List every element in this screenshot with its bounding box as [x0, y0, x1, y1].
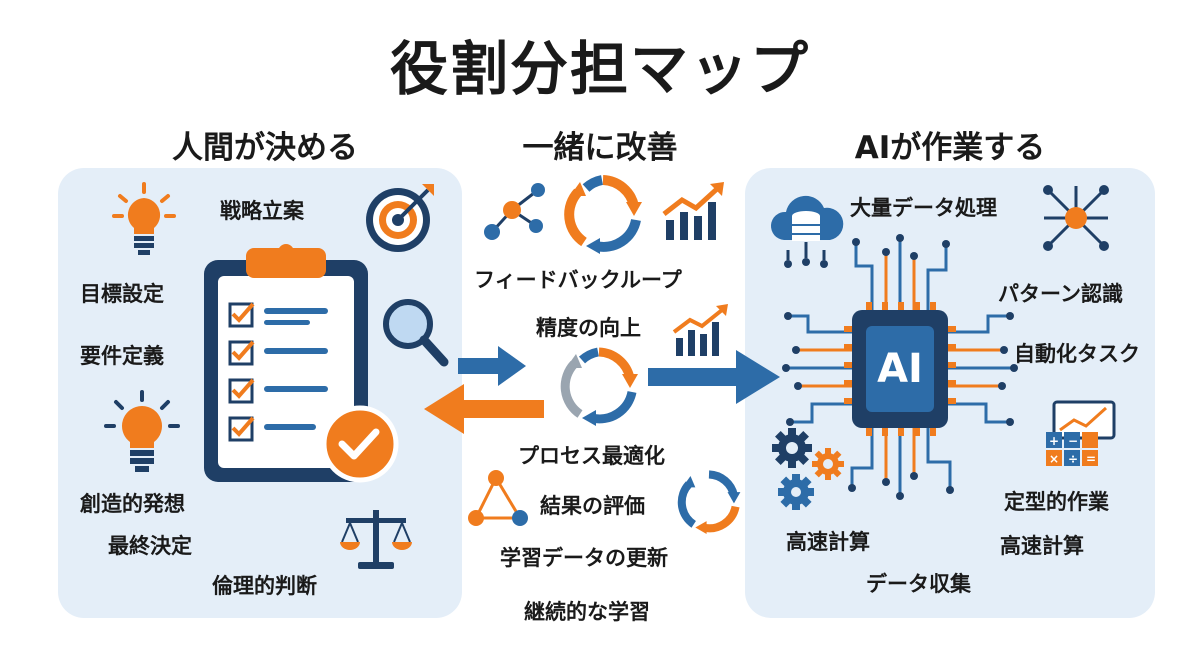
ai-heading: AIが作業する: [854, 130, 1046, 166]
svg-text:−: −: [1068, 434, 1078, 448]
human-heading: 人間が決める: [172, 130, 358, 166]
label-pattern: パターン認識: [998, 282, 1123, 306]
lightbulb-icon: [112, 180, 176, 260]
ai-chip-label: AI: [877, 346, 923, 392]
refresh-cycle-icon: [676, 468, 742, 534]
growth-chart-icon: [660, 180, 728, 244]
label-process: プロセス最適化: [518, 444, 665, 468]
network-icon: [478, 180, 552, 244]
page-title: 役割分担マップ: [389, 35, 810, 103]
label-evaluation: 結果の評価: [540, 494, 645, 518]
improvement-chart-icon: [672, 302, 732, 360]
arrow-to-ai-icon: [648, 350, 782, 404]
label-feedback: フィードバックループ: [474, 268, 682, 292]
ai-panel: [745, 168, 1155, 618]
hub-network-icon: [1040, 182, 1112, 254]
triangle-network-icon: [466, 468, 530, 532]
arrow-left-icon: [424, 384, 544, 434]
label-compute-right: 高速計算: [1000, 534, 1084, 558]
shared-heading: 一緒に改善: [522, 130, 678, 166]
target-icon: [362, 178, 440, 256]
label-routine: 定型的作業: [1004, 490, 1109, 514]
label-strategy: 戦略立案: [220, 199, 304, 223]
label-goal: 目標設定: [80, 282, 164, 306]
svg-text:÷: ÷: [1068, 452, 1078, 466]
label-continuous: 継続的な学習: [524, 600, 650, 624]
label-accuracy: 精度の向上: [536, 316, 641, 340]
ai-chip-icon: [782, 232, 1018, 502]
label-collection: データ収集: [866, 572, 971, 596]
label-automation: 自動化タスク: [1014, 342, 1140, 366]
cycle-arrows-icon: [562, 172, 644, 254]
label-compute-left: 高速計算: [786, 530, 870, 554]
clipboard-checklist-icon: [200, 238, 410, 488]
gears-icon: [770, 426, 850, 516]
calculator-chart-icon: +− × ÷ =: [1044, 400, 1116, 472]
arrow-right-icon: [458, 344, 528, 388]
label-requirements: 要件定義: [80, 344, 164, 368]
idea-bulb-icon: [102, 390, 182, 474]
svg-text:+: +: [1049, 434, 1059, 448]
scales-icon: [338, 506, 414, 572]
svg-text:=: =: [1086, 452, 1096, 466]
svg-text:×: ×: [1049, 452, 1059, 466]
label-creative: 創造的発想: [80, 492, 185, 516]
label-ethics: 倫理的判断: [212, 574, 317, 598]
cloud-database-icon: [766, 186, 846, 270]
magnifier-icon: [380, 296, 450, 368]
label-final: 最終決定: [108, 534, 192, 558]
center-cycle-icon: [558, 344, 640, 426]
label-data-update: 学習データの更新: [500, 546, 668, 570]
label-big-data: 大量データ処理: [850, 196, 997, 220]
